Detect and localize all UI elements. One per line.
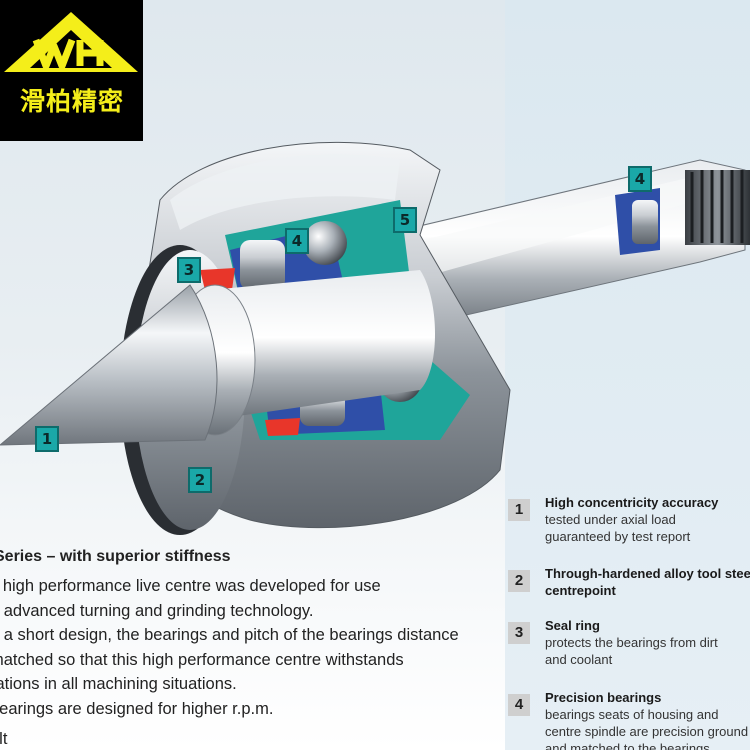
description-line: matched so that this high performance ce… bbox=[0, 650, 404, 669]
description-line: rations in all machining situations. bbox=[0, 675, 237, 693]
feature-desc: and matched to the bearings bbox=[545, 741, 710, 750]
description-line: s high performance live centre was devel… bbox=[0, 577, 381, 595]
feature-number: 1 bbox=[508, 499, 530, 521]
feature-desc: bearings seats of housing and bbox=[545, 707, 719, 722]
brand-name-cn: 滑柏精密 bbox=[19, 87, 124, 116]
description-line: n advanced turning and grinding technolo… bbox=[0, 601, 314, 620]
feature-desc: centre spindle are precision ground bbox=[545, 724, 749, 739]
callout-seal: 3 bbox=[177, 257, 201, 283]
feature-number: 3 bbox=[508, 622, 530, 644]
feature-title-line2: centrepoint bbox=[545, 583, 616, 598]
feature-number: 2 bbox=[508, 570, 530, 592]
description-line: bearings are designed for higher r.p.m. bbox=[0, 699, 274, 718]
feature-desc: guaranteed by test report bbox=[545, 529, 691, 544]
description-heading: Series – with superior stiffness bbox=[0, 548, 231, 565]
feature-desc: and coolant bbox=[545, 652, 613, 667]
feature-panel-background bbox=[505, 0, 750, 750]
description-block: Series – with superior stiffness s high … bbox=[0, 548, 505, 750]
description-line: h a short design, the bearings and pitch… bbox=[0, 626, 459, 644]
logo-mark-icon bbox=[4, 12, 138, 72]
feature-title: Through-hardened alloy tool steel bbox=[545, 566, 750, 581]
callout-bearing-rear: 4 bbox=[628, 166, 652, 192]
feature-title: Precision bearings bbox=[545, 690, 662, 705]
callout-tip: 1 bbox=[35, 426, 59, 452]
callout-body: 2 bbox=[188, 467, 212, 493]
feature-desc: tested under axial load bbox=[545, 512, 676, 527]
callout-bearing-front: 4 bbox=[285, 228, 309, 254]
callout-spindle: 5 bbox=[393, 207, 417, 233]
feature-desc: protects the bearings from dirt bbox=[545, 635, 718, 650]
description-line: ult bbox=[0, 730, 8, 748]
feature-title: Seal ring bbox=[545, 618, 600, 633]
company-logo: 滑柏精密 bbox=[0, 0, 143, 141]
feature-title: High concentricity accuracy bbox=[545, 495, 719, 510]
feature-number: 4 bbox=[508, 694, 530, 716]
